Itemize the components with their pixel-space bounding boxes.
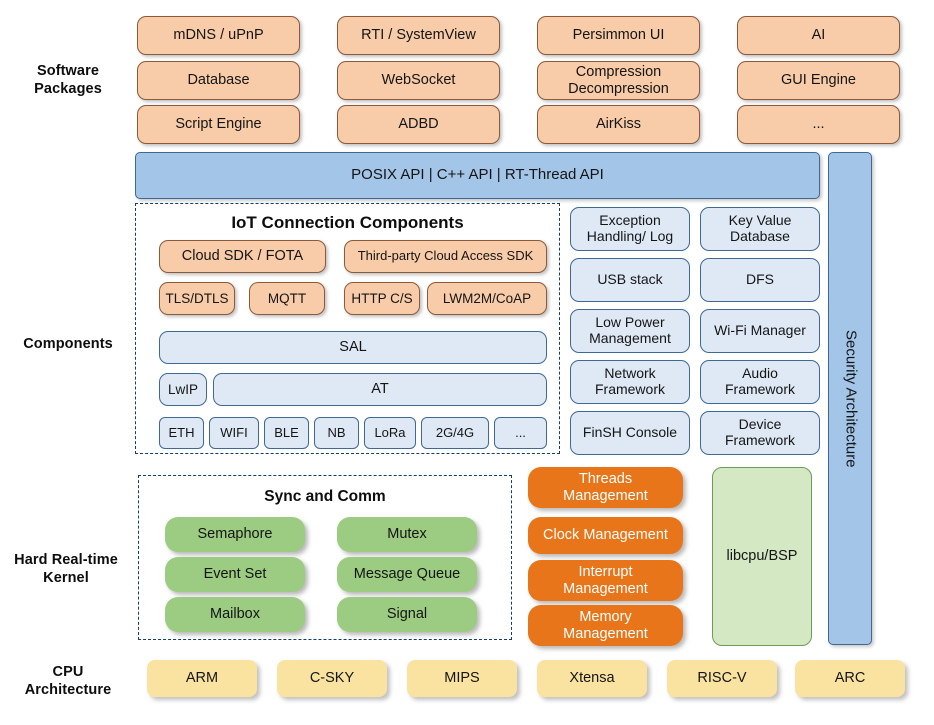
package-websocket[interactable]: WebSocket (337, 61, 500, 100)
network-line1: Network (604, 365, 656, 382)
compression-line1: Compression (575, 64, 662, 81)
cpu-arc[interactable]: ARC (795, 660, 905, 697)
iot-link-eth[interactable]: ETH (159, 417, 204, 449)
sync-and-comm-group (138, 475, 512, 640)
package-adbd[interactable]: ADBD (337, 105, 500, 144)
package-rti-systemview[interactable]: RTI / SystemView (337, 16, 500, 55)
sync-group-title: Sync and Comm (264, 488, 386, 505)
package-more[interactable]: ... (737, 105, 900, 144)
software-packages-label-line1: Software (36, 63, 100, 79)
package-compression-decompression[interactable]: Compression Decompression (537, 61, 700, 100)
section-label-kernel: Hard Real-time Kernel (0, 551, 132, 587)
component-finsh-console[interactable]: FinSH Console (570, 411, 690, 455)
api-bar[interactable]: POSIX API | C++ API | RT-Thread API (135, 152, 820, 199)
network-line2: Framework (594, 381, 665, 397)
kernel-mailbox[interactable]: Mailbox (165, 597, 305, 632)
lowpower-line2: Management (589, 330, 671, 346)
memory-line2: Management (563, 625, 648, 642)
compression-line2: Decompression (568, 80, 669, 97)
component-dfs[interactable]: DFS (700, 258, 820, 302)
interrupt-line2: Management (563, 580, 648, 597)
device-line1: Device (738, 416, 782, 433)
device-line2: Framework (724, 432, 795, 448)
kernel-memory-management[interactable]: Memory Management (528, 605, 683, 646)
component-device-framework[interactable]: Device Framework (700, 411, 820, 455)
interrupt-line1: Interrupt (578, 564, 633, 581)
memory-line1: Memory (579, 609, 632, 626)
kernel-signal[interactable]: Signal (337, 597, 477, 632)
section-label-components: Components (23, 336, 113, 352)
package-ai[interactable]: AI (737, 16, 900, 55)
kernel-interrupt-management[interactable]: Interrupt Management (528, 560, 683, 601)
package-airkiss[interactable]: AirKiss (537, 105, 700, 144)
iot-tls-dtls[interactable]: TLS/DTLS (159, 282, 235, 315)
security-architecture-column[interactable]: Security Architecture (828, 152, 872, 645)
section-label-cpu-architecture: CPU Architecture (4, 663, 132, 699)
iot-link-more[interactable]: ... (494, 417, 547, 449)
iot-http-cs[interactable]: HTTP C/S (344, 282, 420, 315)
kernel-mutex[interactable]: Mutex (337, 517, 477, 552)
cpu-mips[interactable]: MIPS (407, 660, 517, 697)
audio-line1: Audio (742, 365, 778, 382)
cpu-label-line1: CPU (52, 664, 84, 680)
kernel-clock-management[interactable]: Clock Management (528, 517, 683, 554)
kernel-event-set[interactable]: Event Set (165, 557, 305, 592)
component-key-value-database[interactable]: Key Value Database (700, 207, 820, 251)
iot-connection-components-group (135, 203, 560, 454)
iot-group-title: IoT Connection Components (231, 213, 464, 232)
iot-cloud-sdk-fota[interactable]: Cloud SDK / FOTA (159, 240, 326, 273)
component-audio-framework[interactable]: Audio Framework (700, 360, 820, 404)
threads-line1: Threads (578, 471, 633, 488)
component-exception-handling-log[interactable]: Exception Handling/ Log (570, 207, 690, 251)
cpu-c-sky[interactable]: C-SKY (277, 660, 387, 697)
package-persimmon-ui[interactable]: Persimmon UI (537, 16, 700, 55)
iot-mqtt[interactable]: MQTT (249, 282, 325, 315)
section-label-software-packages: Software Packages (6, 62, 130, 98)
kernel-label-line1: Hard Real-time (14, 552, 118, 568)
lowpower-line1: Low Power (595, 314, 665, 331)
package-script-engine[interactable]: Script Engine (137, 105, 300, 144)
component-usb-stack[interactable]: USB stack (570, 258, 690, 302)
iot-link-lora[interactable]: LoRa (364, 417, 416, 449)
iot-lwip[interactable]: LwIP (159, 373, 207, 406)
cpu-label-line2: Architecture (24, 682, 112, 698)
iot-at[interactable]: AT (213, 373, 547, 406)
iot-sal[interactable]: SAL (159, 331, 547, 364)
iot-lwm2m-coap[interactable]: LWM2M/CoAP (427, 282, 547, 315)
kvdb-line1: Key Value (728, 212, 792, 229)
iot-third-party-cloud-access-sdk[interactable]: Third-party Cloud Access SDK (344, 240, 547, 273)
iot-link-wifi[interactable]: WIFI (209, 417, 259, 449)
component-network-framework[interactable]: Network Framework (570, 360, 690, 404)
cpu-arm[interactable]: ARM (147, 660, 257, 697)
package-mdns-upnp[interactable]: mDNS / uPnP (137, 16, 300, 55)
kernel-message-queue[interactable]: Message Queue (337, 557, 477, 592)
exception-line2: Handling/ Log (586, 228, 674, 244)
iot-link-2g-4g[interactable]: 2G/4G (421, 417, 489, 449)
iot-link-nb[interactable]: NB (314, 417, 359, 449)
cpu-xtensa[interactable]: Xtensa (537, 660, 647, 697)
audio-line2: Framework (724, 381, 795, 397)
exception-line1: Exception (599, 212, 661, 229)
package-gui-engine[interactable]: GUI Engine (737, 61, 900, 100)
component-wifi-manager[interactable]: Wi-Fi Manager (700, 309, 820, 353)
kernel-libcpu-bsp[interactable]: libcpu/BSP (712, 467, 812, 646)
kvdb-line2: Database (730, 228, 790, 244)
package-database[interactable]: Database (137, 61, 300, 100)
kernel-label-line2: Kernel (43, 570, 89, 586)
cpu-risc-v[interactable]: RISC-V (667, 660, 777, 697)
threads-line2: Management (563, 487, 648, 504)
kernel-threads-management[interactable]: Threads Management (528, 467, 683, 508)
software-packages-label-line2: Packages (34, 81, 102, 97)
kernel-semaphore[interactable]: Semaphore (165, 517, 305, 552)
component-low-power-management[interactable]: Low Power Management (570, 309, 690, 353)
iot-link-ble[interactable]: BLE (264, 417, 309, 449)
